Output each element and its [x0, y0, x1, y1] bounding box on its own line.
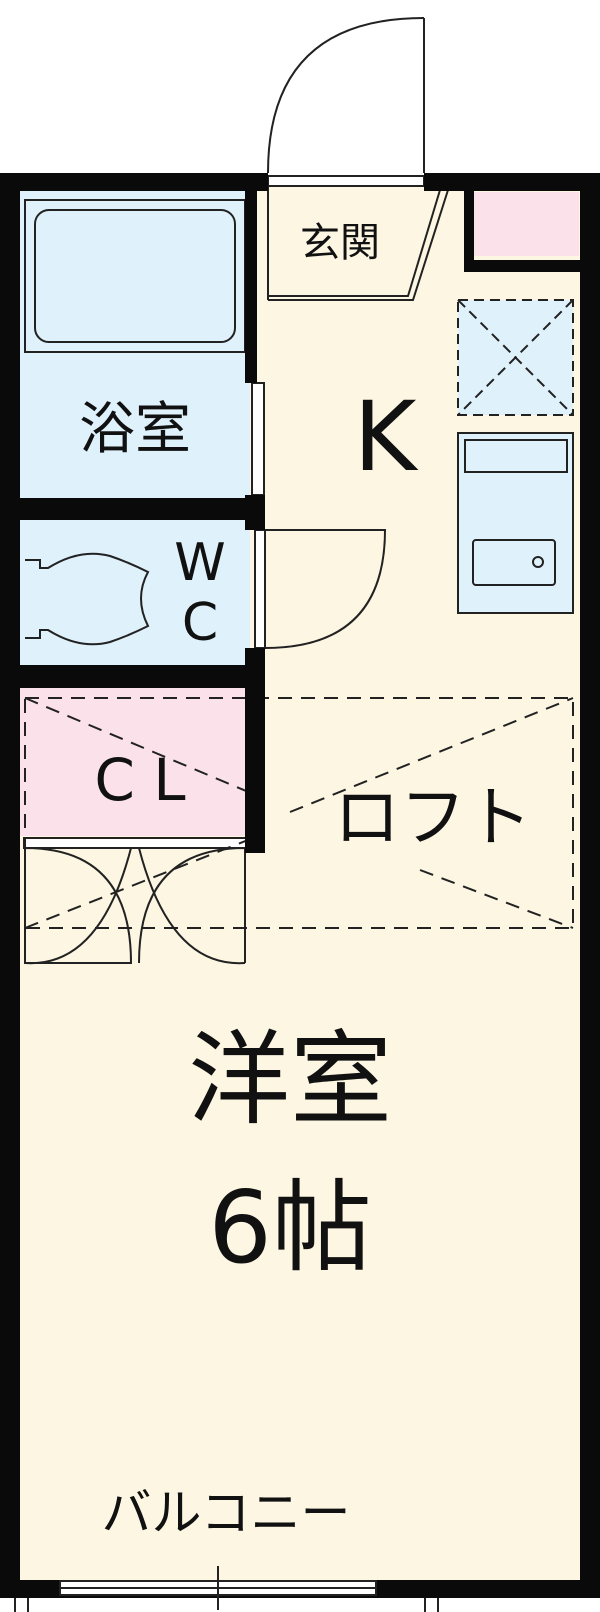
- bathtub-inner: [34, 209, 236, 343]
- closet-label: C L: [94, 746, 185, 814]
- balcony: [14, 1598, 439, 1612]
- toilet-fixture: [25, 552, 150, 646]
- bath-door: [251, 382, 265, 496]
- entrance-door: [267, 17, 425, 187]
- bath-floor: [20, 190, 250, 498]
- kitchen-label: K: [354, 381, 419, 493]
- fridge-marker: [457, 299, 574, 416]
- entrance-step: [267, 185, 449, 301]
- toilet-w-label: W: [174, 533, 225, 593]
- toilet-c-label: C: [182, 593, 218, 653]
- entrance-label: 玄関: [300, 220, 380, 266]
- kitchen-sink: [457, 432, 574, 614]
- balcony-window: [59, 1566, 377, 1610]
- loft-label: ロフト: [334, 779, 532, 856]
- shoe-storage: [474, 192, 579, 256]
- walls: [0, 173, 600, 1598]
- balcony-label: バルコニー: [102, 1484, 351, 1542]
- bath-label: 浴室: [79, 397, 191, 462]
- toilet-floor: [20, 520, 250, 665]
- western-room-size: 6帖: [208, 1169, 372, 1286]
- western-room-label: 洋室: [188, 1021, 392, 1140]
- loft-outline: [24, 697, 574, 929]
